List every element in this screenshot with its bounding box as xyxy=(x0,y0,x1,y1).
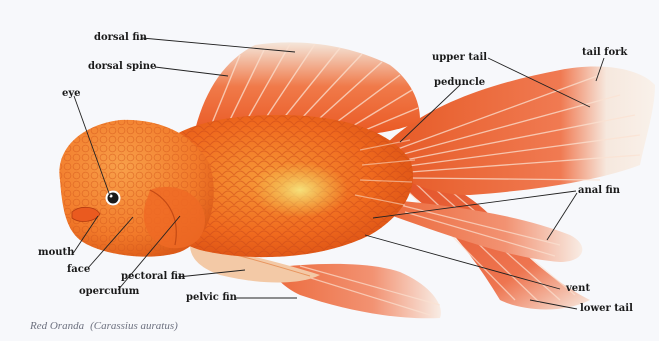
caption-common-name: Red Oranda xyxy=(30,320,84,332)
label-vent: vent xyxy=(566,283,590,295)
label-peduncle: peduncle xyxy=(434,77,485,89)
label-pelvic-fin: pelvic fin xyxy=(186,292,237,304)
label-eye: eye xyxy=(62,88,81,100)
label-operculum: operculum xyxy=(79,286,139,298)
label-face: face xyxy=(67,264,90,276)
label-mouth: mouth xyxy=(38,247,74,259)
label-pectoral-fin: pectoral fin xyxy=(121,271,185,283)
label-lower-tail: lower tail xyxy=(580,303,633,315)
eye-shape xyxy=(106,191,121,206)
upper-tail-lobe xyxy=(385,66,655,195)
label-dorsal-fin: dorsal fin xyxy=(94,32,147,44)
label-upper-tail: upper tail xyxy=(432,52,487,64)
caption-scientific-name: (Carassius auratus) xyxy=(90,320,178,332)
label-anal-fin: anal fin xyxy=(578,185,620,197)
label-tail-fork: tail fork xyxy=(582,47,627,59)
label-dorsal-spine: dorsal spine xyxy=(88,61,156,73)
figure-caption: Red Oranda (Carassius auratus) xyxy=(30,320,178,332)
leader-dorsal-spine xyxy=(155,67,228,76)
